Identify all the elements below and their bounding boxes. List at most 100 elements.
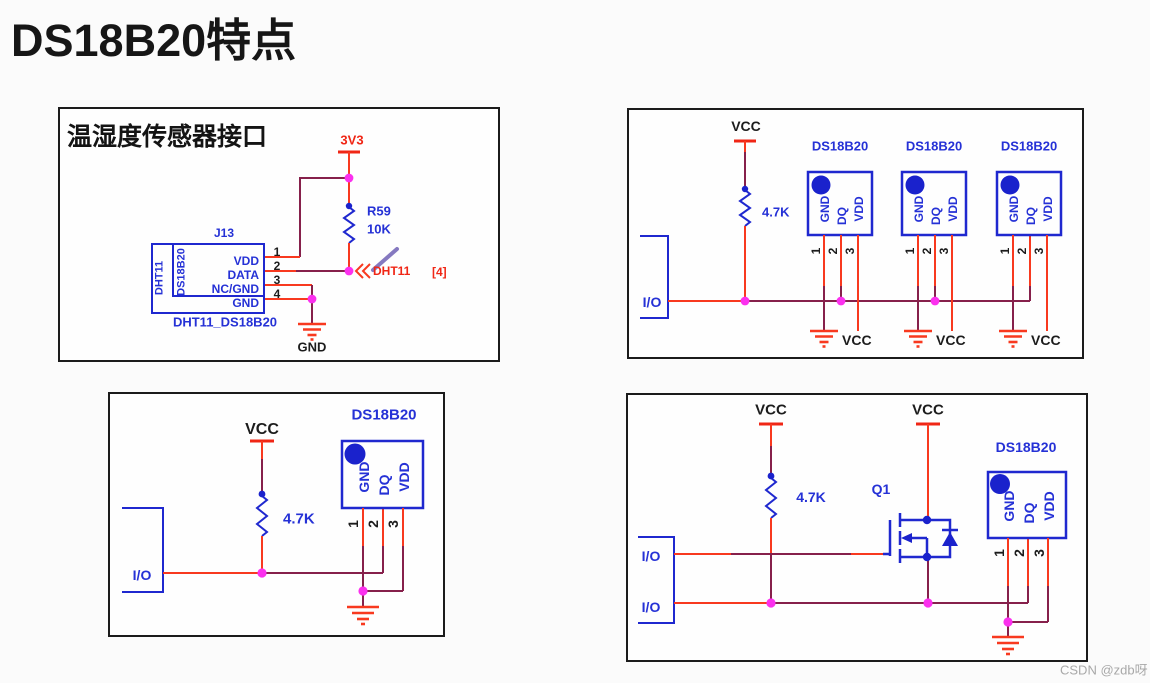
chip-pin-dq: DQ (1021, 502, 1037, 524)
pin-label-data: DATA (227, 268, 259, 282)
io-port-label: I/O (642, 294, 662, 310)
panel-single-ds18b20-parasite (108, 392, 445, 637)
resistor-4k7-symbol (764, 477, 778, 519)
chip-pin-dq: DQ (929, 207, 943, 225)
chip-pin-vdd: VDD (1041, 491, 1057, 521)
mosfet-ref: Q1 (871, 481, 891, 497)
io-port-label: I/O (641, 548, 661, 564)
connector-name-ds18b20: DS18B20 (175, 248, 188, 296)
vcc-label: VCC (245, 421, 279, 438)
chip-pin-gnd: GND (818, 195, 832, 223)
resistor-r59-symbol (342, 206, 356, 244)
net-label-dht11: DHT11 (373, 264, 411, 278)
io-port-label: I/O (641, 599, 661, 615)
panel-ds18b20-mosfet-strong-pullup (626, 393, 1088, 662)
pin-number: 2 (920, 247, 934, 255)
vcc-label: VCC (755, 401, 787, 419)
vcc-label: VCC (912, 401, 944, 419)
resistor-value: 10K (367, 221, 391, 237)
sheet-ref: [4] (432, 265, 447, 279)
chip-pin1-dot-icon (344, 443, 366, 465)
chip-pin-gnd: GND (1001, 490, 1017, 522)
p3-circuit (122, 439, 425, 626)
pin-number: 1 (903, 247, 917, 255)
pin-number: 1 (345, 520, 361, 528)
slide-title: DS18B20特点 (11, 15, 297, 66)
pin-number: 3 (385, 520, 401, 528)
watermark: CSDN @zdb呀 (1060, 662, 1148, 678)
mosfet-q1-symbol (883, 513, 958, 563)
chip-pin-vdd: VDD (1041, 196, 1055, 222)
panel-dht11-ds18b20-interface (58, 107, 500, 362)
io-port-label: I/O (132, 567, 152, 583)
vcc-label: VCC (842, 332, 872, 348)
chip-pin-dq: DQ (376, 474, 392, 496)
chip-name: DS18B20 (905, 138, 963, 154)
pin-label-vdd: VDD (233, 254, 259, 268)
p1-circuit (151, 150, 399, 341)
gnd-symbol (298, 322, 326, 341)
ds18b20-chip-box (340, 439, 425, 510)
chip-pin-vdd: VDD (946, 196, 960, 222)
pin-number: 2 (1011, 549, 1027, 557)
pin-number: 2 (365, 520, 381, 528)
chip-pin-gnd: GND (356, 461, 372, 493)
connector-footprint-name: DHT11_DS18B20 (172, 314, 278, 330)
chip-pin-gnd: GND (1007, 195, 1021, 223)
pin-number: 1 (809, 247, 823, 255)
panel-multiple-ds18b20-bus (627, 108, 1084, 359)
pin-number: 1 (273, 245, 281, 259)
chip-name: DS18B20 (811, 138, 869, 154)
chip-pin1-dot-icon (905, 175, 925, 195)
chip-pin-vdd: VDD (396, 462, 412, 492)
chip-pin-dq: DQ (1024, 207, 1038, 225)
chip-name: DS18B20 (351, 406, 417, 424)
pin-number: 1 (998, 247, 1012, 255)
net-chevron-icon (361, 263, 371, 279)
net-label-3v3: 3V3 (340, 132, 364, 148)
resistor-ref: R59 (367, 203, 391, 219)
connector-ref: J13 (213, 226, 235, 240)
chip-pin-gnd: GND (912, 195, 926, 223)
p2-circuit (640, 139, 1063, 348)
vcc-label: VCC (731, 118, 761, 134)
pin-number: 3 (843, 247, 857, 255)
io-port-box (122, 507, 164, 593)
resistor-value: 4.7K (283, 510, 315, 528)
p1-title: 温湿度传感器接口 (67, 123, 268, 151)
pin-number: 3 (1032, 247, 1046, 255)
resistor-value: 4.7K (762, 204, 790, 220)
pin-number: 2 (273, 259, 281, 273)
pin-number: 3 (937, 247, 951, 255)
ds18b20-chip-box (995, 170, 1063, 237)
io-port-box (640, 235, 669, 319)
chip-name: DS18B20 (995, 439, 1057, 455)
vcc-label: VCC (1031, 332, 1061, 348)
pin-number: 1 (991, 549, 1007, 557)
chip-name: DS18B20 (1000, 138, 1058, 154)
resistor-4k7-symbol (255, 495, 269, 537)
gnd-label: GND (297, 339, 327, 355)
chip-pin1-dot-icon (990, 474, 1010, 494)
chip-pin1-dot-icon (1000, 175, 1020, 195)
chip-pin-dq: DQ (835, 207, 849, 225)
net-chevron-icon (354, 263, 364, 279)
pin-number: 4 (273, 287, 281, 301)
resistor-4k7-symbol (738, 189, 752, 227)
pen-annotation-slash (371, 247, 399, 272)
resistor-value: 4.7K (796, 489, 826, 505)
chip-pin-vdd: VDD (852, 196, 866, 222)
pin-number: 3 (1031, 549, 1047, 557)
io-port-box (638, 536, 675, 624)
pin-label-ncgnd: NC/GND (211, 282, 259, 296)
chip-pin1-dot-icon (811, 175, 831, 195)
vcc-label: VCC (936, 332, 966, 348)
p4-circuit (638, 422, 1068, 656)
connector-inner-box (172, 243, 265, 297)
pin-number: 2 (1015, 247, 1029, 255)
ds18b20-chip-box (986, 470, 1068, 540)
pin-number: 3 (273, 273, 281, 287)
